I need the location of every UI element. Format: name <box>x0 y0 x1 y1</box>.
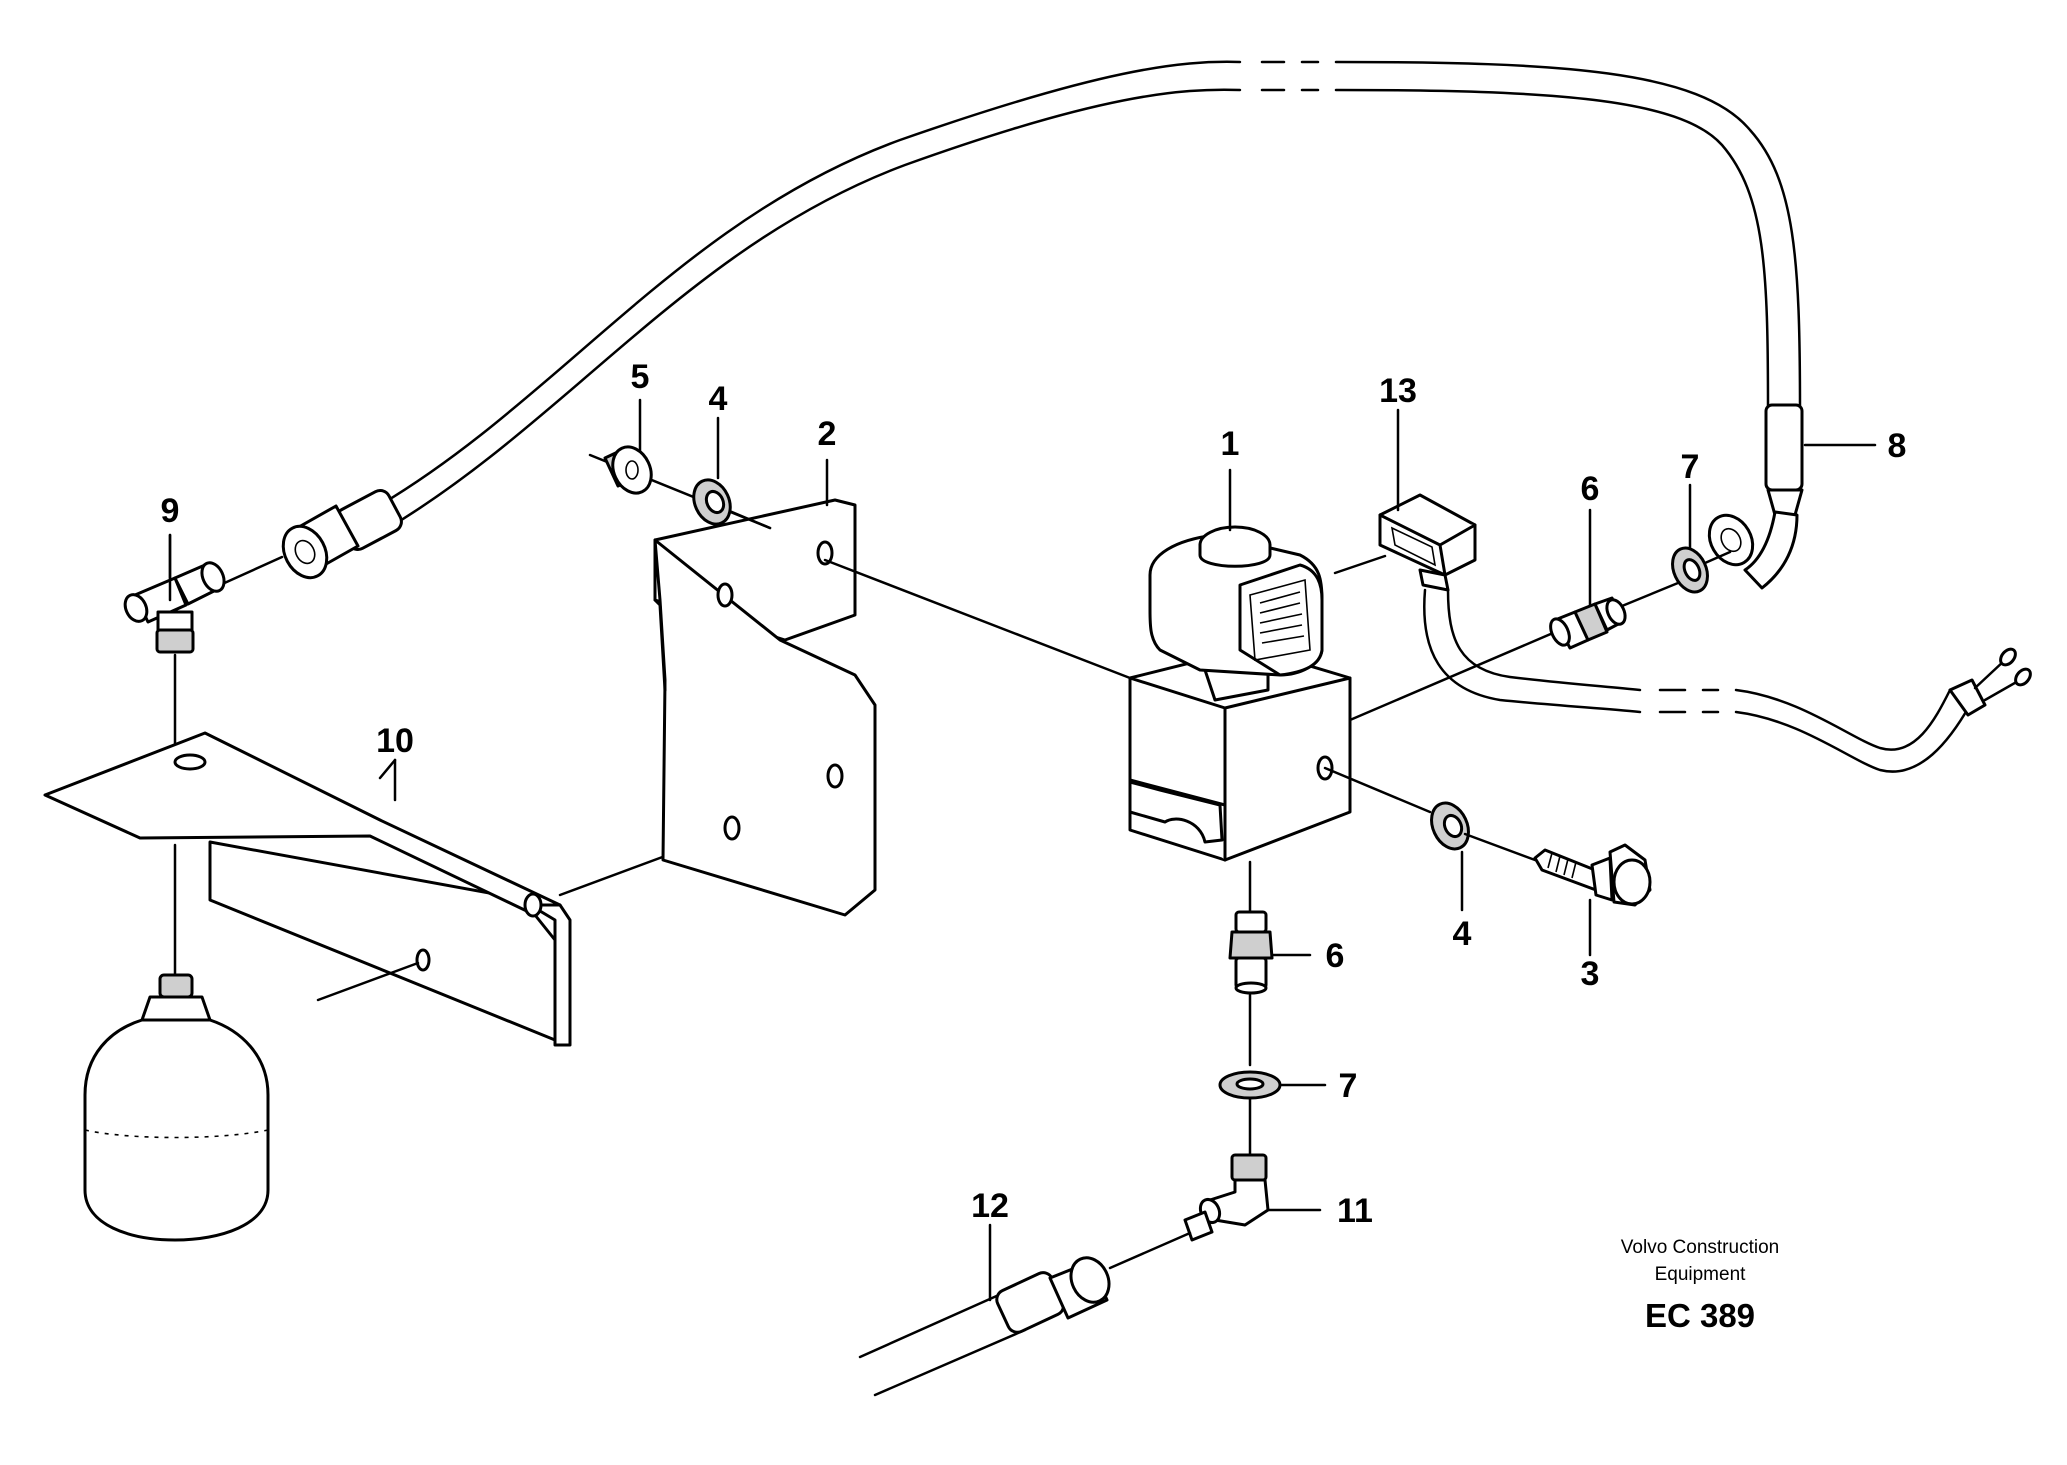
callout-7-bottom: 7 <box>1339 1067 1358 1105</box>
brand-line-1: Volvo Construction <box>1621 1237 1779 1258</box>
washer-7-right <box>1671 546 1732 594</box>
connector-13 <box>1333 493 2032 773</box>
tee-fitting-9 <box>123 533 284 752</box>
nipple-6-right <box>1549 574 1697 650</box>
callout-6-bottom: 6 <box>1326 937 1345 975</box>
elbow-11 <box>1108 1153 1270 1270</box>
hose-8 <box>281 60 1804 590</box>
callout-9: 9 <box>161 492 180 530</box>
callout-6-right: 6 <box>1581 470 1600 508</box>
bracket-10 <box>43 731 732 1047</box>
callout-7-right: 7 <box>1681 448 1700 486</box>
callout-3: 3 <box>1581 955 1600 993</box>
callout-10: 10 <box>376 722 414 760</box>
washer-4-right <box>1323 766 1537 862</box>
callout-1: 1 <box>1221 425 1240 463</box>
leader-lines <box>168 398 1877 1302</box>
solenoid-valve-1 <box>1128 525 1562 862</box>
accumulator <box>83 843 270 1242</box>
brand-line-2: Equipment <box>1655 1264 1747 1285</box>
footer: Volvo Construction Equipment EC 389 <box>1621 1237 1779 1334</box>
callout-2: 2 <box>818 415 837 453</box>
drawing-code: EC 389 <box>1645 1297 1755 1334</box>
callout-4-top: 4 <box>709 380 728 418</box>
callout-13: 13 <box>1379 372 1417 410</box>
bracket-2 <box>653 498 1132 917</box>
callout-5: 5 <box>631 358 650 396</box>
callout-8: 8 <box>1888 427 1907 465</box>
callout-11: 11 <box>1337 1192 1373 1230</box>
washer-7-bottom <box>1218 1070 1282 1157</box>
callout-12: 12 <box>971 1187 1009 1225</box>
hose-12 <box>858 1256 1111 1397</box>
callout-4-bottom: 4 <box>1453 915 1472 953</box>
screw-3 <box>1533 843 1652 907</box>
callouts: 1 2 3 4 4 5 6 6 7 7 8 9 10 11 12 13 <box>161 358 1907 1230</box>
nut-5-washer-4 <box>588 445 772 530</box>
nipple-6-bottom <box>1228 860 1274 1067</box>
